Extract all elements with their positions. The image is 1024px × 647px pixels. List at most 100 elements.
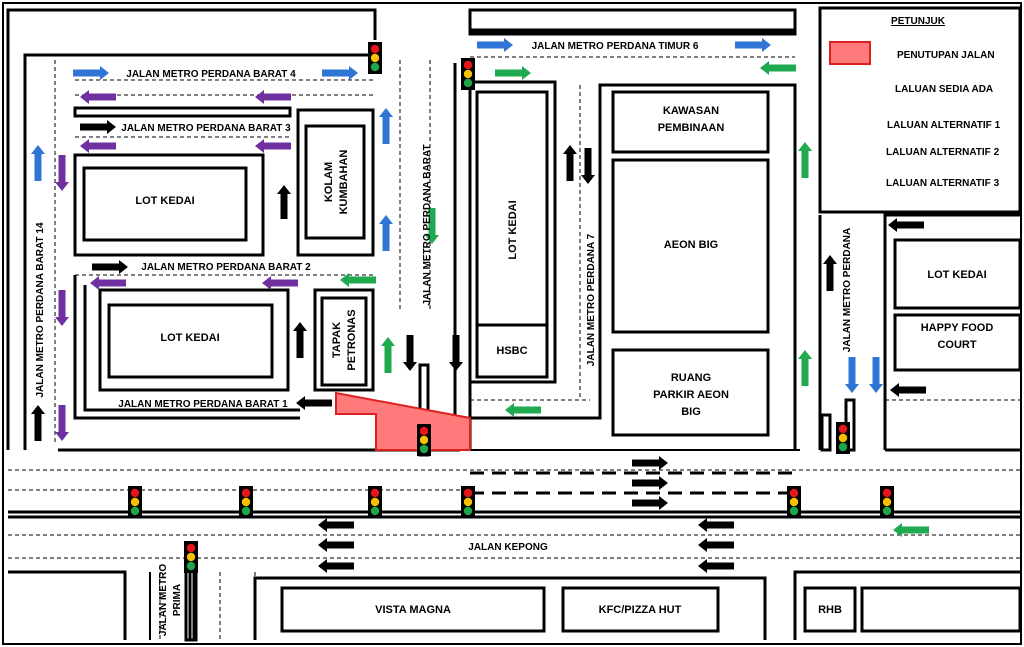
purple-route-arrow-icon: [262, 276, 298, 290]
road-label-barat-14: JALAN METRO PERDANA BARAT 14: [35, 222, 46, 397]
building-ruang-line2: PARKIR AEON: [653, 389, 729, 401]
legend-label: LALUAN ALTERNATIF 2: [886, 147, 1000, 158]
legend: PETUNJUK PENUTUPAN JALAN LALUAN SEDIA AD…: [818, 6, 1022, 214]
legend-label: PENUTUPAN JALAN: [897, 50, 995, 61]
purple-route-arrow-icon: [255, 139, 291, 153]
blue-route-arrow-icon: [477, 38, 513, 52]
road-label-kepong: JALAN KEPONG: [468, 542, 548, 553]
building-ruang-line1: RUANG: [671, 372, 711, 384]
black-route-arrow-icon: [449, 335, 463, 371]
green-route-arrow-icon: [381, 337, 395, 373]
lane-markings: [8, 56, 1021, 640]
purple-route-arrow-icon: [80, 139, 116, 153]
building-kolam-line1: KOLAM: [323, 162, 335, 202]
building-lot-kedai: LOT KEDAI: [927, 269, 986, 281]
building-lot-kedai: LOT KEDAI: [135, 195, 194, 207]
black-route-arrow-icon: [632, 476, 668, 490]
building-hsbc: HSBC: [496, 345, 527, 357]
traffic-light-icon: [461, 486, 475, 518]
black-route-arrow-icon: [277, 185, 291, 219]
building-lot-kedai: LOT KEDAI: [160, 332, 219, 344]
purple-route-arrow-icon: [55, 290, 69, 326]
green-route-arrow-icon: [505, 403, 541, 417]
purple-route-arrow-icon: [55, 405, 69, 441]
blue-route-arrow-icon: [379, 108, 393, 144]
black-route-arrow-icon: [632, 456, 668, 470]
blue-route-arrow-icon: [73, 66, 109, 80]
building-kawasan-line2: PEMBINAAN: [658, 122, 725, 134]
road-labels: JALAN METRO PERDANA BARAT 4 JALAN METRO …: [35, 41, 853, 636]
road-label-prima-line2: PRIMA: [172, 584, 183, 616]
road-label-prima-line1: JALAN METRO: [158, 564, 169, 636]
black-route-arrow-icon: [80, 120, 116, 134]
road-label-barat-1: JALAN METRO PERDANA BARAT 1: [118, 399, 288, 410]
building-labels: LOT KEDAI LOT KEDAI LOT KEDAI LOT KEDAI …: [135, 105, 993, 616]
road-label-barat: JALAN METRO PERDANA BARAT: [422, 144, 433, 305]
blue-route-arrow-icon: [869, 357, 883, 393]
legend-title: PETUNJUK: [891, 16, 946, 27]
road-closure-area: [335, 391, 471, 451]
traffic-light-icon: [880, 486, 894, 518]
green-route-arrow-icon: [340, 273, 376, 287]
road-label-perdana: JALAN METRO PERDANA: [842, 228, 853, 352]
road-label-barat-2: JALAN METRO PERDANA BARAT 2: [141, 262, 311, 273]
blue-route-arrow-icon: [845, 357, 859, 393]
building-rhb: RHB: [818, 604, 842, 616]
black-route-arrow-icon: [318, 538, 354, 552]
blue-route-arrow-icon: [322, 66, 358, 80]
black-route-arrow-icon: [293, 322, 307, 358]
green-route-arrow-icon: [798, 142, 812, 178]
black-route-arrow-icon: [698, 538, 734, 552]
traffic-light-icon: [461, 58, 475, 90]
road-label-barat-4: JALAN METRO PERDANA BARAT 4: [126, 69, 296, 80]
traffic-light-icon: [368, 486, 382, 518]
road-label-timur-6: JALAN METRO PERDANA TIMUR 6: [532, 41, 699, 52]
green-route-arrow-icon: [798, 350, 812, 386]
traffic-light-icon: [239, 486, 253, 518]
blue-route-arrow-icon: [31, 145, 45, 181]
traffic-light-icon: [128, 486, 142, 518]
traffic-light-icon: [417, 424, 431, 456]
black-route-arrow-icon: [890, 383, 926, 397]
building-tapak-line2: PETRONAS: [346, 309, 358, 370]
traffic-light-icon: [368, 42, 382, 74]
black-route-arrow-icon: [31, 405, 45, 441]
black-route-arrow-icon: [632, 496, 668, 510]
black-route-arrow-icon: [318, 518, 354, 532]
building-kolam-line2: KUMBAHAN: [338, 150, 350, 215]
building-lot-kedai: LOT KEDAI: [507, 200, 519, 259]
black-route-arrow-icon: [318, 559, 354, 573]
black-route-arrow-icon: [581, 148, 595, 184]
black-route-arrow-icon: [698, 518, 734, 532]
purple-route-arrow-icon: [80, 90, 116, 104]
green-route-arrow-icon: [425, 208, 439, 244]
legend-closure-swatch: [829, 41, 871, 65]
blue-route-arrow-icon: [379, 215, 393, 251]
black-route-arrow-icon: [296, 396, 332, 410]
kepong-center-lines: [470, 471, 795, 495]
building-happy-line1: HAPPY FOOD: [921, 322, 994, 334]
building-ruang-line3: BIG: [681, 406, 701, 418]
building-kawasan-line1: KAWASAN: [663, 105, 719, 117]
building-aeon-big: AEON BIG: [664, 239, 718, 251]
black-route-arrow-icon: [698, 559, 734, 573]
traffic-light-icon: [836, 422, 850, 454]
green-route-arrow-icon: [760, 61, 796, 75]
legend-label: LALUAN SEDIA ADA: [895, 84, 993, 95]
road-label-barat-3: JALAN METRO PERDANA BARAT 3: [121, 123, 291, 134]
road-label-perdana-7: JALAN METRO PERDANA 7: [586, 233, 597, 366]
purple-route-arrow-icon: [255, 90, 291, 104]
traffic-light-icon: [184, 541, 198, 573]
black-route-arrow-icon: [403, 335, 417, 371]
black-route-arrow-icon: [888, 218, 924, 232]
green-route-arrow-icon: [495, 66, 531, 80]
building-happy-line2: COURT: [937, 339, 976, 351]
block-outlines: [73, 8, 1022, 642]
black-route-arrow-icon: [92, 260, 128, 274]
blue-route-arrow-icon: [735, 38, 771, 52]
green-route-arrow-icon: [893, 523, 929, 537]
purple-route-arrow-icon: [55, 155, 69, 191]
legend-label: LALUAN ALTERNATIF 3: [886, 178, 1000, 189]
purple-route-arrow-icon: [90, 276, 126, 290]
